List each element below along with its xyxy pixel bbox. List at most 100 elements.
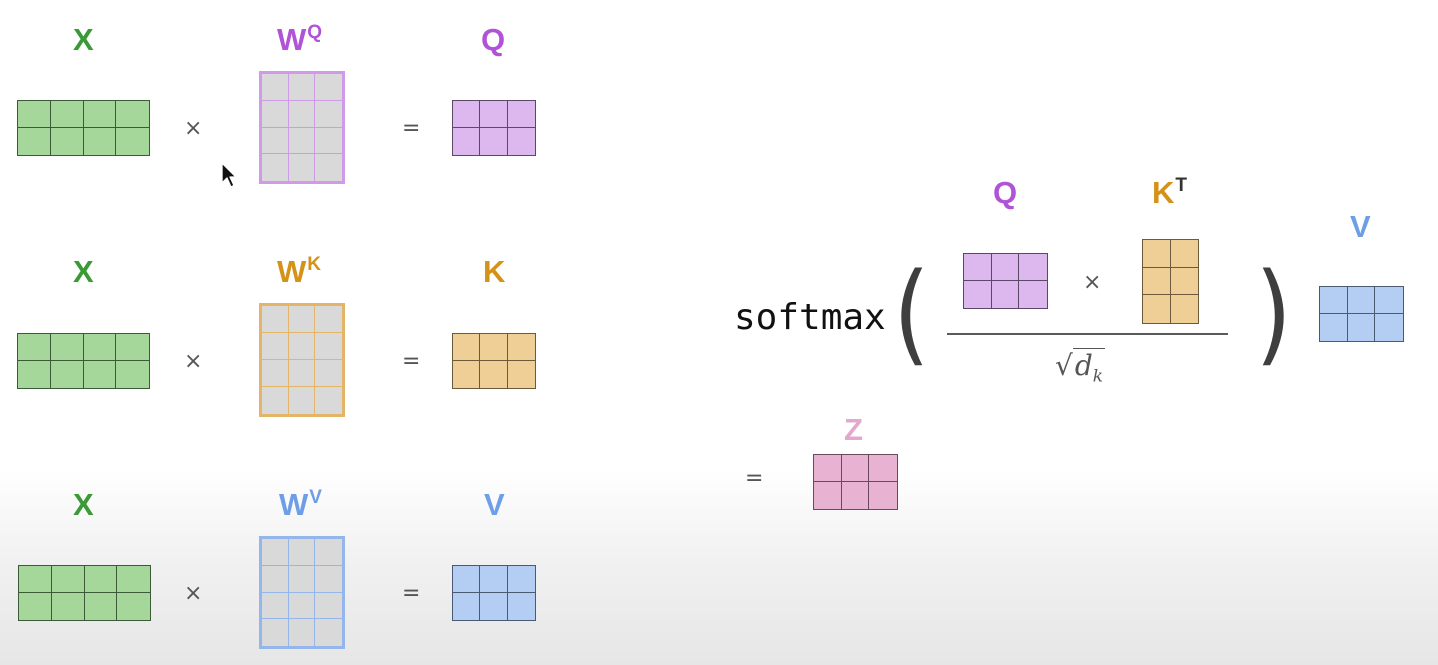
- matrix-cell: [262, 539, 289, 566]
- matrix-cell: [453, 361, 481, 388]
- row2-input-label: X: [73, 254, 94, 289]
- matrix-cell: [262, 306, 289, 333]
- row1-times-sign: ×: [184, 116, 203, 141]
- matrix-cell: [288, 619, 316, 646]
- matrix-cell: [991, 281, 1020, 308]
- row2-weight-label-base: W: [277, 254, 307, 289]
- matrix-cell: [288, 565, 316, 593]
- matrix-cell: [1019, 281, 1047, 308]
- matrix-cell: [1019, 254, 1047, 281]
- matrix-cell: [288, 127, 316, 155]
- matrix-cell: [83, 361, 117, 388]
- matrix-cell: [964, 281, 992, 308]
- matrix-cell: [1347, 287, 1376, 314]
- matrix-cell: [84, 593, 118, 620]
- matrix-cell: [507, 101, 535, 128]
- matrix-cell: [1320, 314, 1348, 341]
- row1-equals-sign: =: [402, 116, 421, 141]
- matrix-cell: [1320, 287, 1348, 314]
- row2-output-matrix: [452, 333, 536, 389]
- matrix-cell: [453, 334, 481, 361]
- matrix-cell: [288, 333, 316, 360]
- matrix-cell: [83, 101, 117, 128]
- matrix-cell: [814, 482, 842, 509]
- matrix-cell: [480, 566, 508, 593]
- mouse-pointer-icon: [221, 162, 237, 188]
- matrix-cell: [507, 593, 535, 620]
- formula-v-label: V: [1350, 209, 1371, 244]
- matrix-cell: [507, 128, 535, 155]
- denominator-subscript: k: [1092, 366, 1104, 387]
- matrix-cell: [315, 306, 342, 333]
- matrix-cell: [1170, 295, 1198, 323]
- matrix-cell: [262, 619, 289, 646]
- matrix-cell: [315, 387, 342, 414]
- formula-q-label: Q: [993, 175, 1018, 210]
- matrix-cell: [117, 566, 150, 593]
- matrix-cell: [315, 360, 342, 387]
- matrix-cell: [51, 566, 85, 593]
- row3-weight-label-base: W: [279, 487, 309, 522]
- matrix-cell: [1143, 240, 1171, 268]
- matrix-cell: [991, 254, 1020, 281]
- matrix-cell: [262, 387, 289, 414]
- matrix-cell: [50, 101, 84, 128]
- matrix-cell: [480, 334, 508, 361]
- matrix-cell: [288, 539, 316, 566]
- fraction-bar: [947, 333, 1228, 335]
- row1-weight-matrix: [259, 71, 345, 184]
- matrix-cell: [1347, 314, 1376, 341]
- matrix-cell: [83, 128, 117, 155]
- denominator-variable: d: [1074, 349, 1093, 382]
- row1-input-label: X: [73, 22, 94, 57]
- matrix-cell: [50, 128, 84, 155]
- matrix-cell: [869, 455, 897, 482]
- matrix-cell: [288, 360, 316, 387]
- matrix-cell: [315, 619, 342, 646]
- matrix-cell: [262, 154, 289, 181]
- row1-weight-label-superscript: Q: [307, 22, 323, 43]
- result-z-label: Z: [844, 412, 863, 447]
- matrix-cell: [262, 74, 289, 101]
- row3-weight-label: WV: [279, 487, 322, 522]
- matrix-cell: [315, 154, 342, 181]
- formula-times-sign: ×: [1083, 270, 1102, 295]
- row2-weight-label-superscript: K: [307, 254, 321, 275]
- row2-output-label: K: [483, 254, 506, 289]
- matrix-cell: [1375, 287, 1403, 314]
- row1-output-matrix: [452, 100, 536, 156]
- matrix-cell: [83, 334, 117, 361]
- matrix-cell: [288, 306, 316, 333]
- matrix-cell: [84, 566, 118, 593]
- open-parenthesis: (: [893, 249, 930, 377]
- matrix-cell: [480, 361, 508, 388]
- row2-equals-sign: =: [402, 349, 421, 374]
- matrix-cell: [315, 74, 342, 101]
- matrix-cell: [315, 565, 342, 593]
- row3-weight-matrix: [259, 536, 345, 649]
- matrix-cell: [453, 101, 481, 128]
- matrix-cell: [19, 566, 52, 593]
- matrix-cell: [117, 593, 150, 620]
- row1-weight-label-base: W: [277, 22, 307, 57]
- matrix-cell: [507, 334, 535, 361]
- row3-output-matrix: [452, 565, 536, 621]
- matrix-cell: [116, 128, 149, 155]
- matrix-cell: [262, 360, 289, 387]
- matrix-cell: [480, 101, 508, 128]
- sqrt-radicand: dk: [1072, 348, 1106, 385]
- matrix-cell: [51, 593, 85, 620]
- formula-v-matrix: [1319, 286, 1404, 342]
- row3-input-label: X: [73, 487, 94, 522]
- sqrt-radical-sign: √: [1055, 349, 1073, 382]
- matrix-cell: [288, 74, 316, 101]
- result-z-matrix: [813, 454, 898, 510]
- matrix-cell: [262, 100, 289, 128]
- matrix-cell: [1375, 314, 1403, 341]
- row2-input-matrix: [17, 333, 150, 389]
- row2-times-sign: ×: [184, 349, 203, 374]
- row3-times-sign: ×: [184, 581, 203, 606]
- matrix-cell: [315, 333, 342, 360]
- matrix-cell: [453, 128, 481, 155]
- matrix-cell: [262, 127, 289, 155]
